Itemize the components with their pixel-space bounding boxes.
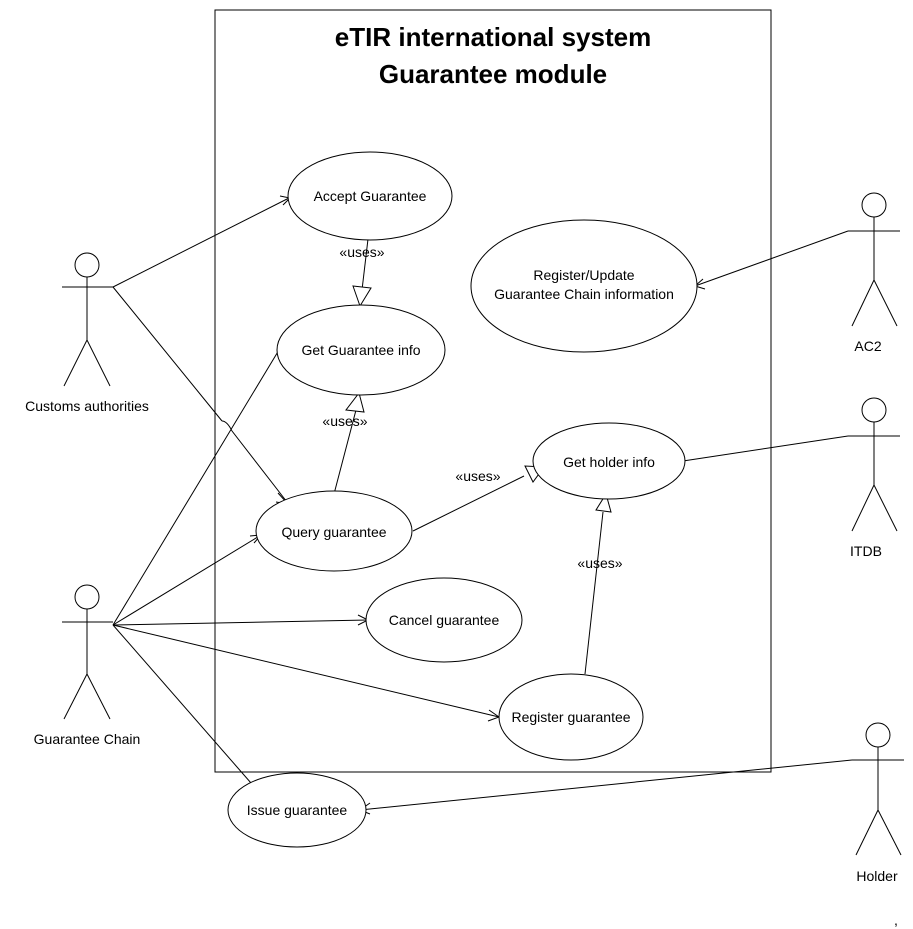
uses-label-4: «uses» — [577, 555, 622, 571]
actor-label: Guarantee Chain — [34, 731, 141, 747]
assoc-chain-query — [112, 534, 262, 626]
uses-triangle-2 — [345, 391, 365, 413]
use-case-label-line1: Register/Update — [533, 267, 634, 283]
system-boundary — [214, 9, 772, 773]
assoc-ac2-regupdate — [694, 230, 849, 287]
assoc-customs-accept — [112, 197, 290, 288]
use-case-get-holder-info[interactable]: Get holder info — [532, 422, 686, 500]
use-case-label-line2: Guarantee Chain information — [494, 286, 674, 302]
assoc-holder-issue — [359, 759, 853, 811]
uses-triangle-1 — [352, 285, 372, 308]
actor-label: Customs authorities — [25, 398, 149, 414]
assoc-chain-issue — [112, 624, 252, 784]
actor-head-icon — [861, 397, 887, 423]
use-case-label: Accept Guarantee — [314, 188, 427, 204]
uses-label-3: «uses» — [455, 468, 500, 484]
use-case-label: Get holder info — [563, 454, 655, 470]
use-case-label: Cancel guarantee — [389, 612, 500, 628]
assoc-itdb-holderinfo — [682, 435, 849, 462]
use-case-issue-guarantee[interactable]: Issue guarantee — [227, 772, 367, 848]
actor-label: Holder — [856, 868, 898, 884]
assoc-chain-register — [112, 624, 500, 718]
uses-line-register-holderinfo — [584, 511, 604, 675]
use-case-label: Register guarantee — [511, 709, 630, 725]
assoc-customs-query — [112, 286, 288, 503]
actor-head-icon — [861, 192, 887, 218]
actor-itdb[interactable]: ITDB — [848, 397, 900, 559]
use-case-query-guarantee[interactable]: Query guarantee — [255, 490, 413, 572]
use-case-register-update[interactable]: Register/Update Guarantee Chain informat… — [470, 219, 698, 353]
actor-head-icon — [865, 722, 891, 748]
assoc-chain-cancel — [112, 619, 369, 626]
actor-head-icon — [74, 252, 100, 278]
assoc-chain-getinfo — [112, 339, 286, 626]
uses-line-query-holderinfo — [412, 475, 525, 532]
use-case-label: Issue guarantee — [247, 802, 348, 818]
actor-label: ITDB — [850, 543, 882, 559]
use-case-get-guarantee-info[interactable]: Get Guarantee info — [276, 304, 446, 396]
actor-ac2[interactable]: AC2 — [848, 192, 900, 354]
actor-head-icon — [74, 584, 100, 610]
use-case-register-guarantee[interactable]: Register guarantee — [498, 673, 644, 761]
actor-customs-authorities[interactable]: Customs authorities — [25, 252, 149, 414]
uses-label-2: «uses» — [322, 413, 367, 429]
associations — [112, 197, 853, 811]
actor-label: AC2 — [854, 338, 881, 354]
actor-holder[interactable]: Holder — [852, 722, 904, 884]
use-case-label: Get Guarantee info — [301, 342, 420, 358]
uses-line-query-getinfo — [333, 409, 357, 495]
system-title-line1: eTIR international system — [335, 22, 651, 52]
use-case-cancel-guarantee[interactable]: Cancel guarantee — [365, 577, 523, 663]
use-case-label: Query guarantee — [281, 524, 386, 540]
trailing-comma: , — [894, 912, 898, 928]
use-case-accept-guarantee[interactable]: Accept Guarantee — [287, 151, 453, 241]
uses-relations — [333, 221, 612, 675]
uses-label-1: «uses» — [339, 244, 384, 260]
system-title-line2: Guarantee module — [379, 59, 607, 89]
actor-guarantee-chain[interactable]: Guarantee Chain — [34, 584, 141, 747]
